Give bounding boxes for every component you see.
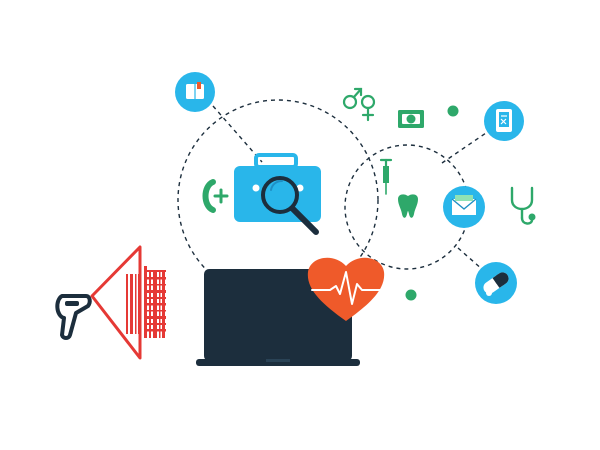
phone-plus-icon [202,179,229,213]
barcode-icon [126,266,166,338]
dashed-connectors [212,105,487,271]
green-dot [447,105,459,117]
green-dot [405,289,417,301]
heart-pulse-icon [307,257,385,321]
large-dashed-circle [177,99,379,301]
connector-pills [457,247,484,271]
envelope-icon [443,186,485,228]
pills-capsule-icon [475,262,517,304]
gender-symbols-icon [342,87,376,122]
syringe-icon [379,158,393,195]
tooth-icon [398,194,418,218]
medical-book-icon [175,72,215,112]
magnifying-glass-icon [261,176,319,235]
connector-book [212,105,263,163]
stethoscope-icon [510,186,536,225]
barcode-scanner-icon [55,294,92,340]
money-bill-icon [398,110,424,128]
connector-tablet [441,132,487,164]
prescription-tablet-icon [484,101,524,141]
